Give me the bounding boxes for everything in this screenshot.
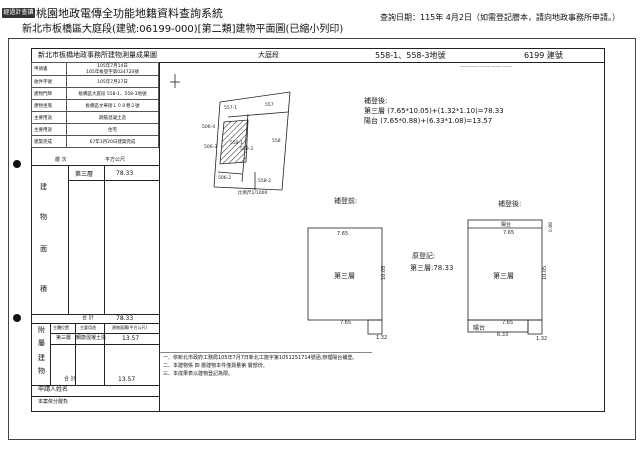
survey-document [8,38,636,440]
vertical-label-3: 面 [40,245,47,253]
attach-header-use: 主要用途 [80,325,96,330]
info-value: 鋼筋混凝土造 [66,111,159,124]
info-key: 申請書 [31,62,67,76]
attach-vertical-3: 建 [38,354,45,362]
plan-before-floor: 第三層 [334,271,355,280]
lot-labels: 557-1 557 506-4 558-1 558 506-3 558-3 506-2 558-… [202,102,281,184]
binder-hole-icon [13,160,21,168]
info-row: 建物坐落板橋區文華街１０８巷２號 [31,99,159,112]
binder-hole-icon [13,314,21,322]
query-date: 查詢日期：115年 4月2日（如需登記謄本，請向地政事務所申請。） [380,13,620,22]
lot-label: 558 [272,138,281,144]
lot-label: 506-2 [218,175,231,181]
total-label: 合 計 [82,315,94,321]
info-key: 收件字號 [31,75,67,88]
plan-after-width: 7.65 [503,230,514,236]
attach-vertical-4: 物 [38,367,45,375]
vertical-label-1: 建 [40,183,47,191]
section-name: 大庭段 [258,51,279,59]
sheet-info: ──────── ──── ──── ──── [460,64,512,69]
attach-vertical-1: 附 [38,326,45,334]
balcony-height: 0.88 [548,222,554,232]
info-key: 建物門牌 [31,87,67,100]
calc-line-1: 第三層 (7.65*10.05)+(1.32*1.10)=78.33 [364,107,504,115]
plan-before-title: 補登前: [334,196,357,205]
lot-label: 558-2 [258,178,271,184]
office-title: 新北市板橋地政事務所建物測量成果圖 [38,51,157,59]
info-value: 105年7月14日 105年板登字第024720號 [66,62,159,76]
floor-label: 第三層 [75,171,94,178]
vertical-label-2: 物 [40,213,47,221]
vertical-label-4: 積 [40,285,47,293]
plan-after-width-bottom: 7.65 [502,320,513,326]
building-number: 6199 建號 [524,51,563,60]
cadastral-map [213,91,291,191]
note-field-label: 本案依分層負 [38,399,69,405]
info-value: 板橋區大庭段 558-1、558-3地號 [66,87,159,100]
lot-label: 558-3 [240,146,253,152]
info-row: 主要用途住宅 [31,123,159,136]
note-2: 二、本建物係 四 層建物本件僅測量第 層部份。 [163,363,268,369]
info-value: 板橋區文華街１０８巷２號 [66,99,159,112]
orig-title: 原登記: [412,251,435,260]
floor-plan-drawing: 557-1 557 506-4 558-1 558 506-3 558-3 506-2 558-… [170,74,554,342]
info-key: 主要用途 [31,123,67,136]
attach-header-pos: 主體位置 [53,325,69,330]
info-row: 主要用途鋼筋混凝土造 [31,111,159,124]
plan-before-width: 7.65 [337,231,348,237]
lot-label: 558-1 [230,140,243,146]
floor-area: 78.33 [116,170,134,177]
plan-before-small: 1.32 [376,335,387,341]
info-key: 建築完成 [31,135,67,148]
plan-before-height: 10.05 [381,266,387,280]
page-subtitle: 新北市板橋區大庭段(建號:06199-000)[第二類]建物平面圖(已縮小列印) [22,24,344,35]
lot-numbers: 558-1、558-3地號 [375,51,446,60]
attach-total-label: 合 計 [64,376,76,382]
info-key: 建物坐落 [31,99,67,112]
plan-before-outline [307,227,383,321]
lot-label: 506-3 [204,144,217,150]
north-arrow-icon [170,74,180,88]
attach-position: 第三層 [56,335,72,341]
calc-title: 補登後: [364,97,388,105]
info-row: 建物門牌板橋區大庭段 558-1、558-3地號 [31,87,159,100]
system-title: 桃園地政電傳全功能地籍資料查詢系統 [36,7,223,20]
orig-value: 第三層:78.33 [410,263,453,272]
attach-header-area: 建物面積(平方公尺) [112,325,148,330]
balcony-top-label: 陽台 [501,221,511,228]
calc-line-2: 陽台 (7.65*0.88)+(6.33*1.08)=13.57 [364,117,493,125]
info-value: 67年3月20日建築完成 [66,135,159,148]
info-key: 主要用途 [31,111,67,124]
note-1: 一、依新北市政府工務局105年7月7日新北工施字第1051251714號函,辦理… [163,355,358,361]
status-badge: 經過計查讀 [2,8,35,18]
plan-after-small: 1.32 [536,336,547,342]
applicant-label: 申請人姓名 [38,386,69,393]
plan-after-title: 補登後: [498,199,521,208]
info-value: 105年7月27日 [66,75,159,88]
note-3: 三、本成果表以建物登記為限。 [163,371,234,377]
lot-label: 506-4 [202,124,215,130]
map-scale: 比例尺1/1000 [238,189,267,196]
plan-after-floor: 第三層 [493,271,514,280]
attach-total: 13.57 [118,376,136,383]
lot-label: 557 [265,102,274,108]
plan-before-width-bottom: 7.65 [340,320,351,326]
balcony-width: 6.33 [497,332,508,338]
attach-area: 13.57 [122,335,140,342]
total-area: 78.33 [116,315,134,322]
lot-label: 557-1 [224,105,237,111]
attach-use: 鋼筋混凝土造 [76,335,107,341]
document-inner-frame [31,48,605,412]
plan-after-height: 10.05 [542,266,548,280]
balcony-bottom-label: 陽台 [473,324,485,332]
area-header-area: 平方公尺 [105,157,126,163]
attach-vertical-2: 屬 [38,339,45,347]
info-value: 住宅 [66,123,159,136]
area-header-floor: 層 次 [55,157,67,163]
